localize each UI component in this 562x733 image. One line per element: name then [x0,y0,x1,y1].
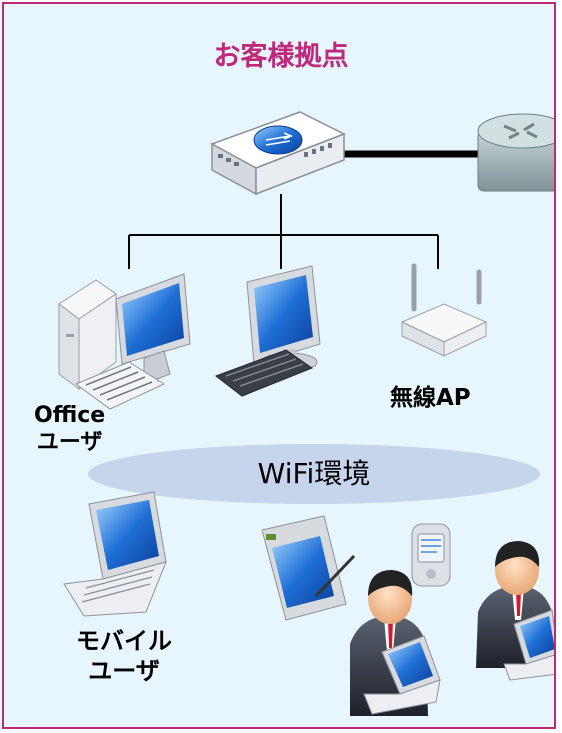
wifi-area-ellipse [88,444,540,504]
desktop-pc-icon [58,273,191,410]
router-icon [477,113,554,192]
network-lines [128,150,479,269]
mobile-user-label: モバイル ユーザ [76,626,172,686]
pda-icon [411,523,451,587]
business-user-icon [476,541,554,681]
laptop-icon [63,491,167,617]
wireless-ap-label: 無線AP [390,385,471,411]
customer-site-panel: お客様拠点 Office ユーザ 無線AP WiFi環境 モバイル ユーザ [2,2,556,729]
diagram-canvas [58,111,554,716]
tablet-pc-icon [261,515,356,621]
switch-icon [210,111,346,196]
office-user-label-line1: Office [34,403,106,428]
wifi-area: WiFi環境 [89,445,539,503]
wifi-area-label: WiFi環境 [257,457,371,490]
mobile-user-label-line2: ユーザ [88,657,160,685]
mobile-user-label-line1: モバイル [76,627,172,655]
page-title: お客様拠点 [213,41,349,72]
office-user-label-line2: ユーザ [36,430,103,455]
business-user-icon [350,570,441,716]
monitor-pc-icon [214,265,321,397]
wireless-ap-icon [400,263,488,357]
office-user-label: Office ユーザ [34,402,105,456]
